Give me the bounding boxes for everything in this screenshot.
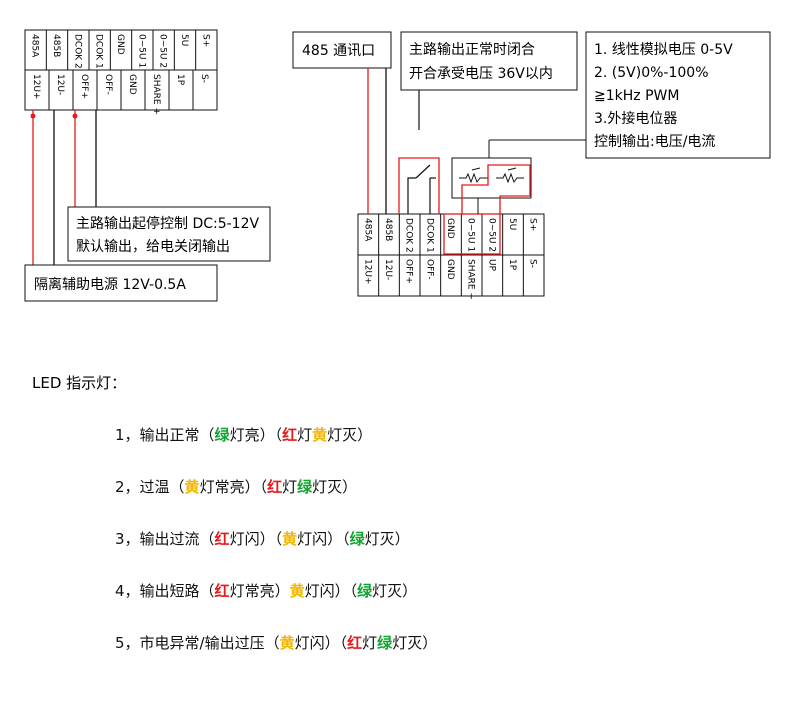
right-bottom-label: 1P: [507, 259, 517, 271]
led-segment: 灯灭）: [392, 634, 437, 652]
aux-power-text: 隔离辅助电源 12V-0.5A: [34, 276, 186, 293]
left-top-label: 0~5U 2: [158, 34, 168, 68]
right-top-label: S+: [528, 218, 538, 231]
led-segment: 灯灭）: [365, 530, 410, 548]
led-segment: 灯灭）: [312, 478, 357, 496]
control-line1: 1. 线性模拟电压 0-5V: [594, 42, 733, 58]
startstop-line2: 默认输出，给电关闭输出: [76, 239, 230, 255]
left-bottom-label: OFF-: [103, 74, 113, 95]
right-bottom-label: 12U+: [362, 259, 372, 285]
led-segment: 2，过温（: [115, 478, 185, 496]
dcok-line1: 主路输出正常时闭合: [409, 42, 535, 58]
right-bottom-label: UP: [486, 259, 496, 272]
led-segment: 红: [215, 530, 230, 548]
led-segment: 灯常亮）: [230, 582, 290, 600]
led-segment: 灯: [362, 634, 377, 652]
callout-comm: 485 通讯口: [292, 31, 392, 69]
right-top-label: 0~5U 2: [486, 218, 496, 252]
right-top-label: 485B: [383, 218, 393, 241]
right-bottom-label: SHARE +: [466, 259, 476, 300]
left-bottom-label: SHARE +: [151, 74, 161, 115]
right-top-label: DCOK 1: [424, 218, 434, 253]
right-bottom-label: S-: [528, 259, 538, 268]
callout-control: 1. 线性模拟电压 0-5V 2. (5V)0%-100% ≧1kHz PWM …: [585, 31, 771, 159]
led-line-3: 3，输出过流（红灯闪）（黄灯闪）（绿灯灭）: [115, 530, 410, 548]
left-bottom-label: 12U+: [31, 74, 41, 100]
right-top-label: 485A: [362, 218, 372, 242]
led-segment: 绿: [350, 530, 366, 548]
left-top-label: GND: [115, 34, 125, 55]
led-line-4: 4，输出短路（红灯常亮）黄灯闪）（绿灯灭）: [115, 582, 417, 600]
callout-startstop: 主路输出起停控制 DC:5-12V 默认输出，给电关闭输出: [67, 206, 271, 262]
led-segment: 黄: [312, 426, 327, 444]
left-top-label: S+: [200, 34, 210, 47]
right-bottom-label: OFF-: [424, 259, 434, 280]
left-top-label: 0~5U 1: [136, 34, 146, 68]
comm-text: 485 通讯口: [302, 43, 375, 59]
led-segment: 灯闪）（: [297, 530, 350, 548]
right-bottom-label: GND: [445, 259, 455, 280]
led-segment: 灯: [297, 426, 312, 444]
right-top-label: DCOK 2: [404, 218, 414, 253]
led-segment: 绿: [215, 426, 231, 444]
led-segment: 黄: [280, 634, 295, 652]
led-segment: 红: [267, 478, 282, 496]
led-title: LED 指示灯：: [32, 374, 126, 392]
led-segment: 绿: [357, 582, 373, 600]
left-bottom-label: 12U-: [55, 74, 65, 95]
right-top-label: GND: [445, 218, 455, 239]
left-bottom-label: 1P: [175, 74, 185, 86]
control-line4: 3.外接电位器: [594, 110, 677, 127]
dcok-line2: 开合承受电压 36V以内: [409, 66, 553, 82]
led-segment: 3，输出过流（: [115, 530, 215, 548]
left-top-label: 5U: [179, 34, 189, 46]
callout-aux-power: 隔离辅助电源 12V-0.5A: [24, 264, 218, 302]
left-bottom-label: OFF+: [79, 74, 89, 99]
led-segment: 绿: [297, 478, 313, 496]
led-segment: 灯常亮）（: [200, 478, 268, 496]
led-line-5: 5，市电异常/输出过压（黄灯闪）（红灯绿灯灭）: [115, 634, 437, 652]
right-bottom-label: OFF+: [404, 259, 414, 284]
led-segment: 5，市电异常/输出过压（: [115, 634, 280, 652]
led-segment: 灯亮）（: [230, 426, 283, 444]
led-segment: 灯闪）（: [295, 634, 348, 652]
left-top-label: DCOK 1: [94, 34, 104, 69]
led-line-2: 2，过温（黄灯常亮）（红灯绿灯灭）: [115, 478, 357, 496]
right-bottom-label: 12U-: [383, 259, 393, 280]
led-segment: 灯灭）: [372, 582, 417, 600]
callout-dcok: 主路输出正常时闭合 开合承受电压 36V以内: [400, 31, 578, 91]
led-segment: 灯灭）: [327, 426, 372, 444]
control-line2: 2. (5V)0%-100%: [594, 65, 709, 81]
left-bottom-label: GND: [127, 74, 137, 95]
right-top-label: 5U: [507, 218, 517, 230]
left-top-label: 485B: [51, 34, 61, 57]
right-terminal-block: 485A 485B DCOK 2 DCOK 1 GND 0~5U 1 0~5U 2 5U S+ 1…: [357, 213, 545, 300]
led-segment: 灯: [282, 478, 297, 496]
control-line5: 控制输出:电压/电流: [594, 134, 715, 150]
led-segment: 红: [215, 582, 230, 600]
left-top-label: 485A: [30, 34, 40, 58]
dcok-relay-switch: [398, 90, 440, 214]
led-segment: 4，输出短路（: [115, 582, 215, 600]
led-line-1: 1，输出正常（绿灯亮）（红灯黄灯灭）: [115, 426, 372, 444]
led-segment: 绿: [377, 634, 393, 652]
led-segment: 黄: [185, 478, 200, 496]
led-segment: 黄: [282, 530, 297, 548]
led-segment: 红: [347, 634, 362, 652]
led-segment: 灯闪）（: [305, 582, 358, 600]
left-terminal-block: 485A 485B DCOK 2 DCOK 1 GND 0~5U 1 0~5U 2 5U S+ 1…: [24, 29, 218, 115]
startstop-line1: 主路输出起停控制 DC:5-12V: [76, 215, 259, 232]
led-segment: 黄: [290, 582, 305, 600]
led-segment: 红: [282, 426, 297, 444]
led-segment: 灯闪）（: [230, 530, 283, 548]
control-line3: ≧1kHz PWM: [594, 88, 679, 104]
right-top-label: 0~5U 1: [466, 218, 476, 252]
dot-off-plus: [72, 113, 78, 119]
potentiometer-circuit: [443, 139, 586, 255]
left-top-label: DCOK 2: [72, 34, 82, 69]
left-bottom-label: S-: [199, 74, 209, 83]
dot-12v-plus: [30, 113, 36, 119]
led-segment: 1，输出正常（: [115, 426, 215, 444]
